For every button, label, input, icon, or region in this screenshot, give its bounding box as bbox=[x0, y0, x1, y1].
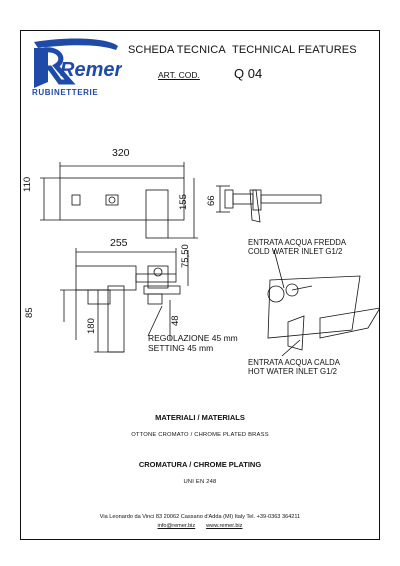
isometric-plate bbox=[267, 275, 361, 339]
brand-subtitle: RUBINETTERIE bbox=[32, 88, 99, 97]
footer-email-link[interactable]: info@remer.biz bbox=[157, 523, 196, 529]
dim-255: 255 bbox=[110, 237, 128, 249]
cold-inlet-label-en: COLD WATER INLET G1/2 bbox=[248, 247, 343, 256]
title-italian: SCHEDA TECNICA bbox=[128, 44, 226, 56]
art-code-value: Q 04 bbox=[234, 66, 263, 81]
front-view-plate bbox=[59, 177, 185, 221]
footer-website-link[interactable]: www.remer.biz bbox=[206, 523, 243, 529]
hot-inlet-label-it: ENTRATA ACQUA CALDA bbox=[248, 358, 340, 367]
setting-label-it: REGOLAZIONE 45 mm bbox=[148, 333, 238, 343]
front-view-lever bbox=[145, 189, 169, 239]
technical-drawing bbox=[40, 162, 380, 357]
brand-name: Remer bbox=[60, 59, 122, 81]
materials-title: MATERIALI / MATERIALS bbox=[155, 413, 245, 422]
art-code-label: ART. COD. bbox=[158, 70, 200, 80]
dim-180: 180 bbox=[86, 318, 97, 334]
footer-links: info@remer.biz www.remer.biz bbox=[0, 523, 400, 529]
hot-inlet-label-en: HOT WATER INLET G1/2 bbox=[248, 367, 337, 376]
dim-320: 320 bbox=[112, 147, 130, 159]
plating-text: UNI EN 248 bbox=[183, 479, 217, 485]
dim-85: 85 bbox=[24, 307, 35, 318]
footer-address: Via Leonardo da Vinci 83 20062 Cassano d… bbox=[99, 514, 301, 520]
technical-sheet-frame bbox=[20, 30, 380, 540]
dim-48: 48 bbox=[170, 315, 181, 326]
setting-label-en: SETTING 45 mm bbox=[148, 343, 214, 353]
cold-inlet-label-it: ENTRATA ACQUA FREDDA bbox=[248, 238, 347, 247]
plating-title: CROMATURA / CHROME PLATING bbox=[138, 460, 262, 469]
dim-66: 66 bbox=[206, 195, 217, 206]
dim-155: 155 bbox=[178, 194, 189, 210]
title-english: TECHNICAL FEATURES bbox=[232, 44, 357, 56]
materials-text: OTTONE CROMATO / CHROME PLATED BRASS bbox=[131, 432, 269, 438]
dim-110: 110 bbox=[22, 176, 33, 192]
dim-75-50: 75,50 bbox=[180, 244, 191, 268]
remer-logo: Remer bbox=[34, 38, 122, 88]
